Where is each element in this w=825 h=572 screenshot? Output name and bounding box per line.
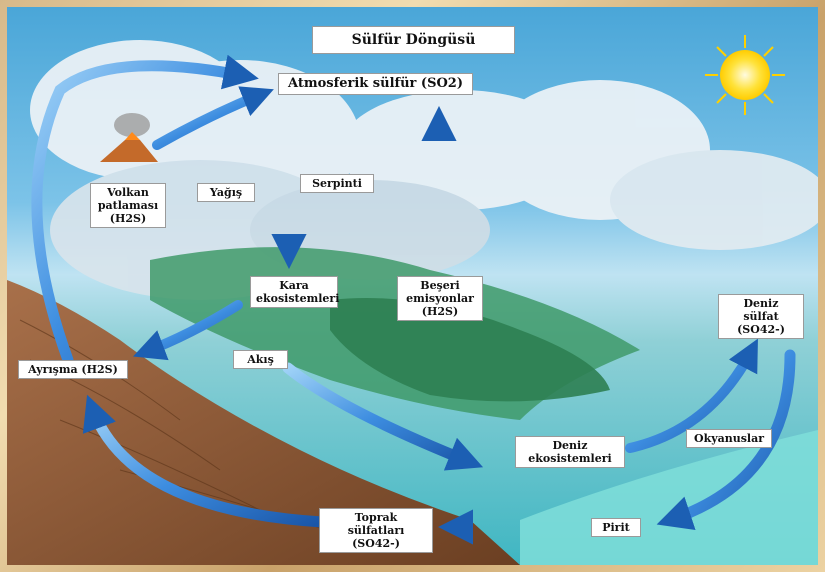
cycle-arrows: [31, 54, 796, 545]
sea-sulfate-label: Deniz sülfat (SO42-): [718, 294, 804, 339]
marine-ecosystems-label: Deniz ekosistemleri: [515, 436, 625, 468]
pyrite-label: Pirit: [591, 518, 641, 537]
volcano-label: Volkan patlaması (H2S): [90, 183, 166, 228]
atmospheric-sulfur-label: Atmosferik sülfür (SO2): [278, 73, 473, 95]
diagram-title: Sülfür Döngüsü: [312, 26, 515, 54]
deposition-label: Serpinti: [300, 174, 374, 193]
oceans-label: Okyanuslar: [686, 429, 772, 448]
arrow-runoff-to-marine: [282, 362, 484, 471]
weathering-label: Ayrışma (H2S): [18, 360, 128, 379]
arrow-soil-to-weathering: [82, 394, 328, 528]
arrow-land-to-weathering: [133, 300, 243, 361]
diagram-scene: Sülfür Döngüsü Atmosferik sülfür (SO2) V…: [7, 7, 818, 565]
volcano-icon: [100, 113, 158, 162]
land-ecosystems-label: Kara ekosistemleri: [250, 276, 339, 308]
soil-sulfates-label: Toprak sülfatları (SO42-): [319, 508, 433, 553]
arrow-marine-to-sea-sulfate: [625, 338, 758, 453]
arrow-volcano-to-atmosphere: [152, 86, 274, 150]
rain-label: Yağış: [197, 183, 255, 202]
arrow-weathering-to-atmosphere: [31, 54, 259, 366]
sun-icon: [705, 35, 785, 115]
runoff-label: Akış: [233, 350, 288, 369]
human-emissions-label: Beşeri emisyonlar (H2S): [397, 276, 483, 321]
arrow-sea-sulfate-to-pyrite: [656, 349, 796, 531]
